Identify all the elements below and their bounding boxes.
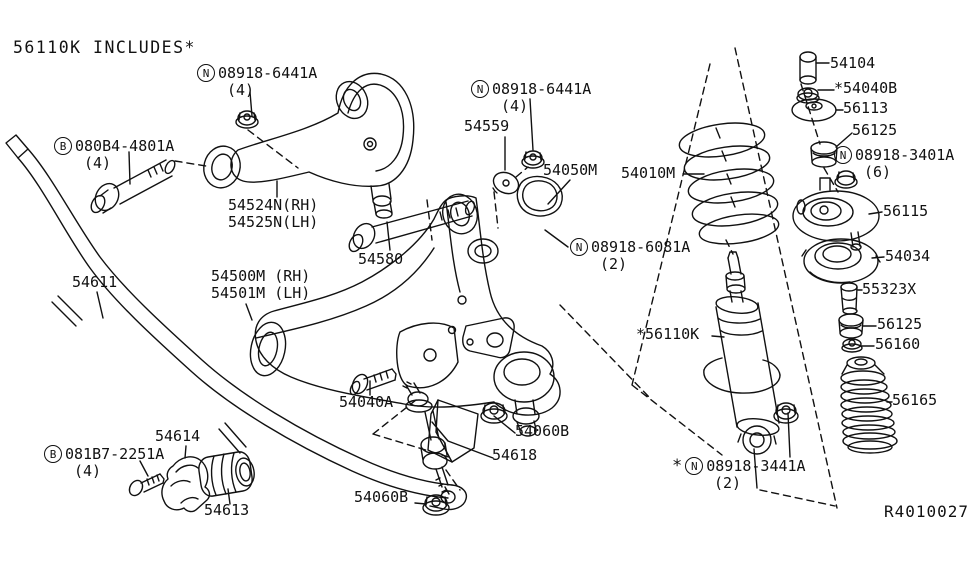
stabilizer-clamp-drawing xyxy=(161,456,211,513)
part-number-text: 54050M xyxy=(543,161,598,179)
circled-n-marker: N xyxy=(197,64,215,82)
part-number-text: 54060B xyxy=(354,488,409,506)
asterisk-marker: * xyxy=(672,456,683,476)
part-number-text: 08918-6441A xyxy=(218,63,318,82)
circled-n-marker: N xyxy=(685,457,704,475)
quantity-text: (2) xyxy=(714,474,742,492)
part-number-text: 55323X xyxy=(862,280,917,298)
upper-arm-nut-drawing xyxy=(235,110,259,129)
part-number-text: 54613 xyxy=(204,501,250,519)
callout-54580: 54580 xyxy=(358,251,403,268)
shock-absorber-drawing xyxy=(703,251,781,455)
callout-56113: 56113 xyxy=(843,100,888,117)
part-number-text: 080B4-4801A xyxy=(75,136,175,155)
part-number-text: 54524N(RH)54525N(LH) xyxy=(228,196,319,231)
quantity-text: (4) xyxy=(227,81,255,99)
diagram-note: 56110K INCLUDES* xyxy=(13,38,196,57)
part-number-text: 54611 xyxy=(72,273,118,291)
quantity-text: (4) xyxy=(84,154,112,172)
part-number-text: 54060B xyxy=(515,422,570,440)
callout-54040b: *54040B xyxy=(834,80,897,97)
part-number-text: 08918-3441A xyxy=(706,456,806,475)
clamp-bolt-drawing xyxy=(128,473,165,497)
bolt-54040a-drawing xyxy=(349,368,397,396)
link-nut-upper-drawing xyxy=(480,402,508,424)
part-number-text: 56165 xyxy=(892,391,938,409)
circled-n-marker: N xyxy=(471,80,489,98)
part-number-text: *56110K xyxy=(636,325,700,343)
dashed-lines xyxy=(174,47,839,509)
lower-control-arm-drawing xyxy=(249,193,561,463)
circled-n-marker: N xyxy=(570,238,588,256)
part-number-text: 54580 xyxy=(358,250,404,268)
pivot-bolt-54580-drawing xyxy=(348,200,476,253)
callout-56115: 56115 xyxy=(883,203,928,220)
part-number-text: 54040A xyxy=(339,393,394,411)
circled-b-marker: B xyxy=(54,137,72,155)
part-number-text: 54614 xyxy=(155,427,201,445)
part-number-text: 54618 xyxy=(492,446,538,464)
upper-control-arm-drawing xyxy=(203,72,415,219)
leader-lines xyxy=(96,62,893,505)
part-number-text: 56115 xyxy=(883,202,929,220)
callout-56110k: *56110K xyxy=(636,326,699,343)
part-number-text: 081B7-2251A xyxy=(65,444,165,463)
part-number-text: 08918-6081A xyxy=(591,237,691,256)
circled-n-marker: N xyxy=(834,146,852,164)
callout-54010m: 54010M xyxy=(621,165,675,182)
callout-55323x: 55323X xyxy=(862,281,916,298)
part-number-text: 54559 xyxy=(464,117,510,135)
callout-54524n-54525n: 54524N(RH)54525N(LH) xyxy=(228,197,318,231)
callout-54060b-lower: 54060B xyxy=(354,489,408,506)
callout-54034: 54034 xyxy=(885,248,930,265)
part-number-text: *54040B xyxy=(834,79,898,97)
cover-plate-drawing xyxy=(516,175,563,217)
callout-56165: 56165 xyxy=(892,392,937,409)
part-number-text: 54034 xyxy=(885,247,931,265)
callout-54611: 54611 xyxy=(72,274,117,291)
circled-b-marker: B xyxy=(44,445,62,463)
part-number-text: 54010M xyxy=(621,164,676,182)
ball-stud-nut-drawing xyxy=(521,150,545,169)
part-number-text: 54500M (RH)54501M (LH) xyxy=(211,267,311,302)
callout-54500m-54501m: 54500M (RH)54501M (LH) xyxy=(211,268,310,302)
quantity-text: (6) xyxy=(864,163,892,181)
part-number-text: 08918-6441A xyxy=(492,79,592,98)
part-number-text: 08918-3401A xyxy=(855,145,955,164)
callout-54559: 54559 xyxy=(464,118,509,135)
stabilizer-bushing-drawing xyxy=(198,451,255,497)
front-pivot-bolt-drawing xyxy=(90,159,176,214)
callout-54618: 54618 xyxy=(492,447,537,464)
callout-56160: 56160 xyxy=(875,336,920,353)
part-number-text: 56125 xyxy=(877,315,923,333)
stabilizer-link-drawing xyxy=(402,381,450,495)
part-number-text: 56125 xyxy=(852,121,898,139)
drawing-reference-code: R4010027 xyxy=(884,502,970,521)
stabilizer-bar-drawing xyxy=(5,134,468,511)
callout-54614: 54614 xyxy=(155,428,200,445)
part-number-text: 56160 xyxy=(875,335,921,353)
quantity-text: (4) xyxy=(501,97,529,115)
shock-lower-nut-drawing xyxy=(773,402,799,424)
quantity-text: (4) xyxy=(74,462,102,480)
callout-54040a: 54040A xyxy=(339,394,393,411)
callout-54104: 54104 xyxy=(830,55,875,72)
part-number-text: 54104 xyxy=(830,54,876,72)
quantity-text: (2) xyxy=(600,255,628,273)
callout-54613: 54613 xyxy=(204,502,249,519)
callout-56125-upper: 56125 xyxy=(852,122,897,139)
callout-54060b-upper: 54060B xyxy=(515,423,569,440)
callout-54050m: 54050M xyxy=(543,162,597,179)
callout-56125-lower: 56125 xyxy=(877,316,922,333)
part-number-text: 56113 xyxy=(843,99,889,117)
